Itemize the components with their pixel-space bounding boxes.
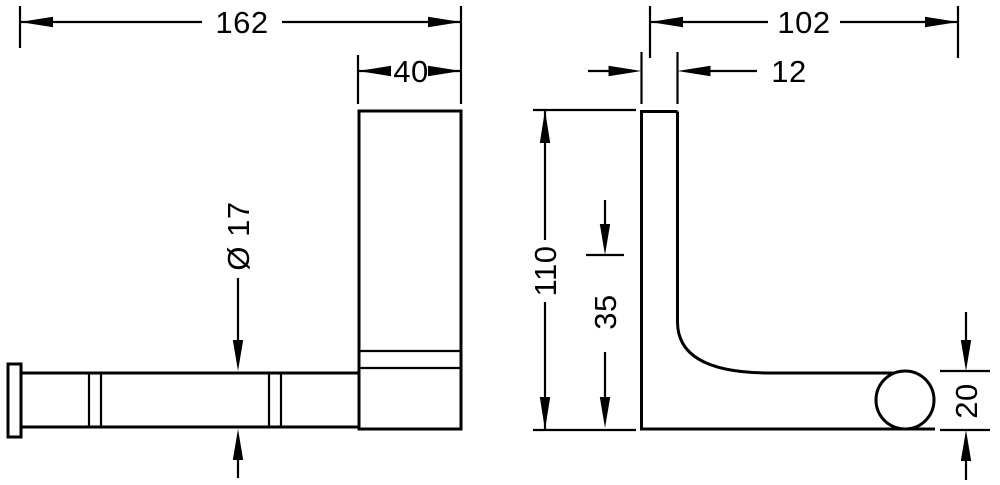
arrowhead-down-icon <box>599 397 611 428</box>
side-outer-contour <box>640 110 935 431</box>
rod-end-cap <box>6 362 23 439</box>
side-view <box>640 110 936 431</box>
front-view <box>6 109 463 439</box>
dim-total-width: 162 <box>18 5 463 104</box>
dim-total-depth: 102 <box>648 5 960 58</box>
dim-plate-thickness-label: 12 <box>771 54 806 89</box>
dim-rod-diameter: Ø 17 <box>221 201 256 478</box>
plate-outline <box>357 109 463 431</box>
arrowhead-left-icon <box>650 16 683 28</box>
dim-total-height: 110 <box>528 108 636 432</box>
arrowhead-right-icon <box>925 16 958 28</box>
dim-plate-thickness: 12 <box>588 52 806 104</box>
dim-rod-end-diameter: 20 <box>940 312 990 480</box>
dim-plate-width: 40 <box>356 54 461 104</box>
arrowhead-left-icon <box>358 65 391 77</box>
rod-front <box>6 362 359 439</box>
dim-total-width-label: 162 <box>215 5 268 40</box>
arrowhead-up-icon <box>232 429 244 460</box>
dim-lower-height: 35 <box>586 200 624 428</box>
arrowhead-down-icon <box>960 340 972 371</box>
dim-lower-height-label: 35 <box>588 294 623 329</box>
dim-total-height-label: 110 <box>528 246 563 297</box>
dim-total-depth-label: 102 <box>777 5 830 40</box>
arrowhead-right-icon <box>428 65 461 77</box>
arrowhead-down-icon <box>232 340 244 371</box>
dim-plate-width-label: 40 <box>393 54 428 89</box>
arrowhead-right-icon <box>608 65 642 77</box>
plate-front <box>357 109 463 431</box>
dim-rod-diameter-label: Ø 17 <box>221 201 256 270</box>
rod-end-circle <box>874 369 936 431</box>
side-inner-contour <box>676 111 894 375</box>
arrowhead-down-icon <box>599 224 611 255</box>
arrowhead-down-icon <box>539 397 551 430</box>
arrowhead-up-icon <box>960 430 972 461</box>
arrowhead-up-icon <box>539 110 551 143</box>
arrowhead-right-icon <box>428 16 461 28</box>
arrowhead-left-icon <box>677 65 711 77</box>
dim-rod-end-diameter-label: 20 <box>949 383 984 418</box>
arrowhead-left-icon <box>20 16 53 28</box>
